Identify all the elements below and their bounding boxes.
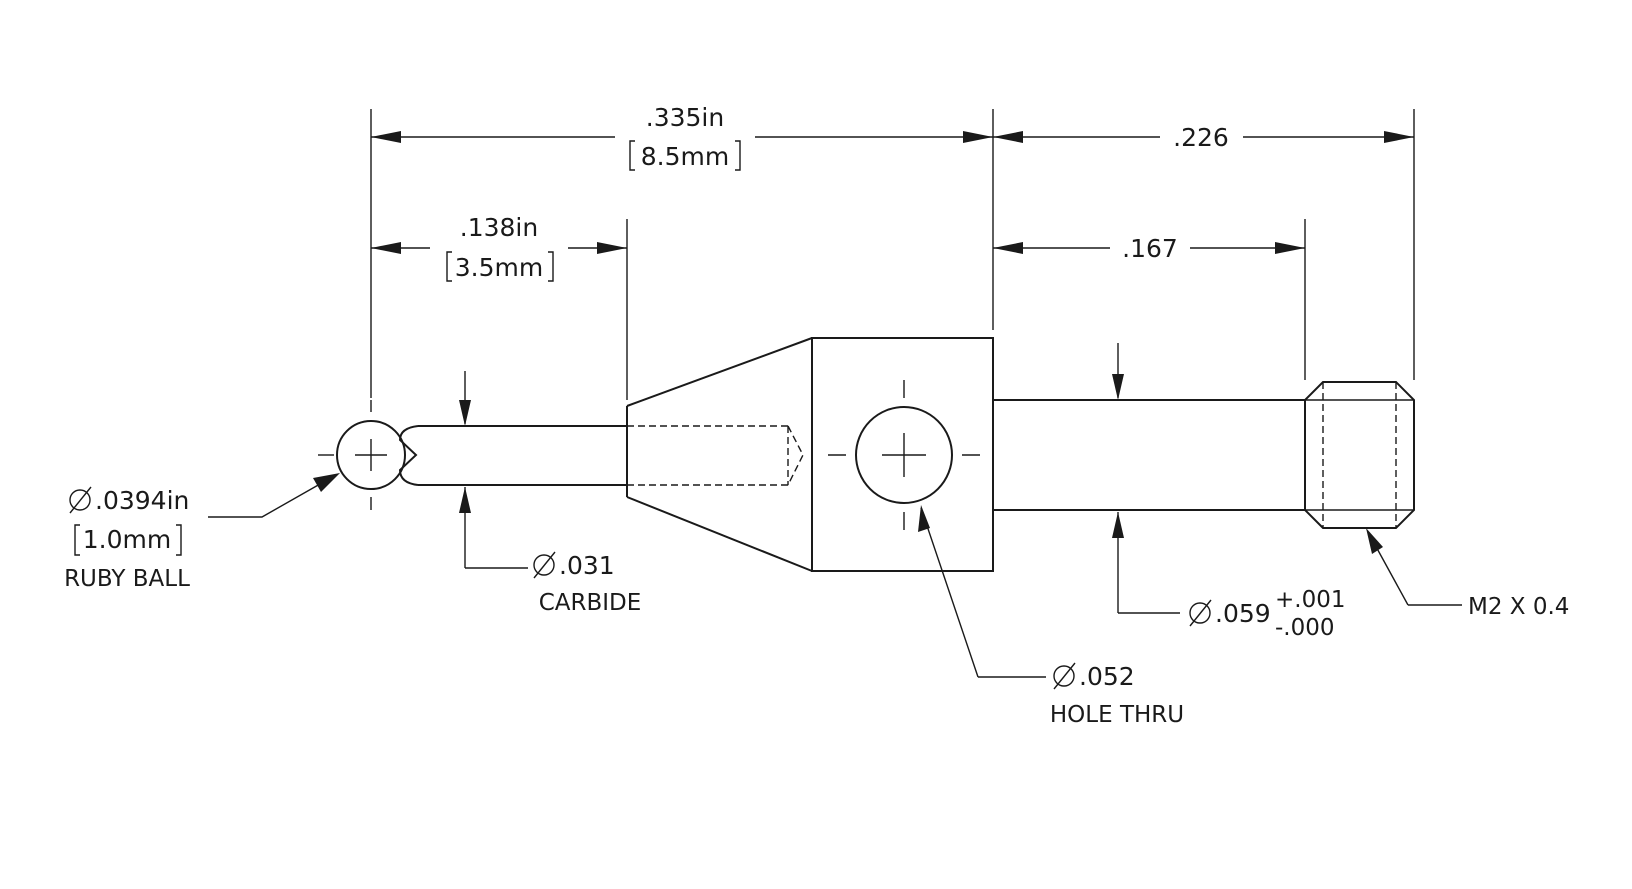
thread-spec: M2 X 0.4 — [1468, 594, 1569, 620]
dimension-overall-mm: 8.5mm — [641, 142, 729, 171]
hole-diameter: .052 — [1079, 662, 1135, 691]
shank — [993, 399, 1305, 511]
dimension-stem-in: .138in — [460, 213, 538, 242]
shank-diameter: .059 — [1215, 599, 1271, 628]
ruby-ball — [336, 420, 406, 490]
dimension-overall: .335in 8.5mm — [371, 103, 993, 171]
extension-lines — [370, 109, 1415, 400]
dimension-stem: .138in 3.5mm — [371, 213, 627, 282]
ball-material: RUBY BALL — [64, 566, 190, 592]
dimension-shank-thread: .226 — [993, 123, 1414, 152]
dimension-shank-length-value: .167 — [1122, 234, 1178, 263]
ball-callout: .0394in 1.0mm RUBY BALL — [64, 473, 340, 592]
diameter-symbol — [533, 551, 556, 579]
tapered-body — [626, 337, 813, 572]
thread-callout: M2 X 0.4 — [1366, 528, 1569, 620]
square-block — [811, 337, 994, 572]
stem-material: CARBIDE — [539, 590, 642, 616]
diameter-symbol — [1053, 662, 1076, 690]
hole-callout: .052 HOLE THRU — [918, 505, 1184, 728]
diameter-symbol — [1189, 599, 1212, 627]
shank-callout: .059 +.001 -.000 — [1112, 343, 1345, 641]
ball-diameter-mm: 1.0mm — [83, 525, 171, 554]
diameter-symbol — [69, 486, 92, 514]
carbide-stem — [398, 425, 627, 486]
stem-callout: .031 CARBIDE — [459, 371, 641, 616]
cross-hole — [855, 406, 953, 504]
dimension-overall-in: .335in — [646, 103, 724, 132]
shank-tol-minus: -.000 — [1275, 615, 1335, 641]
ball-diameter: .0394in — [95, 486, 189, 515]
part-outline — [318, 337, 1415, 572]
stem-diameter: .031 — [559, 551, 615, 580]
hole-note: HOLE THRU — [1050, 702, 1184, 728]
dimension-stem-mm: 3.5mm — [455, 253, 543, 282]
shank-tol-plus: +.001 — [1275, 587, 1345, 613]
dimension-shank-length: .167 — [993, 234, 1305, 263]
threaded-end — [1304, 381, 1415, 529]
dimension-shank-thread-value: .226 — [1173, 123, 1229, 152]
